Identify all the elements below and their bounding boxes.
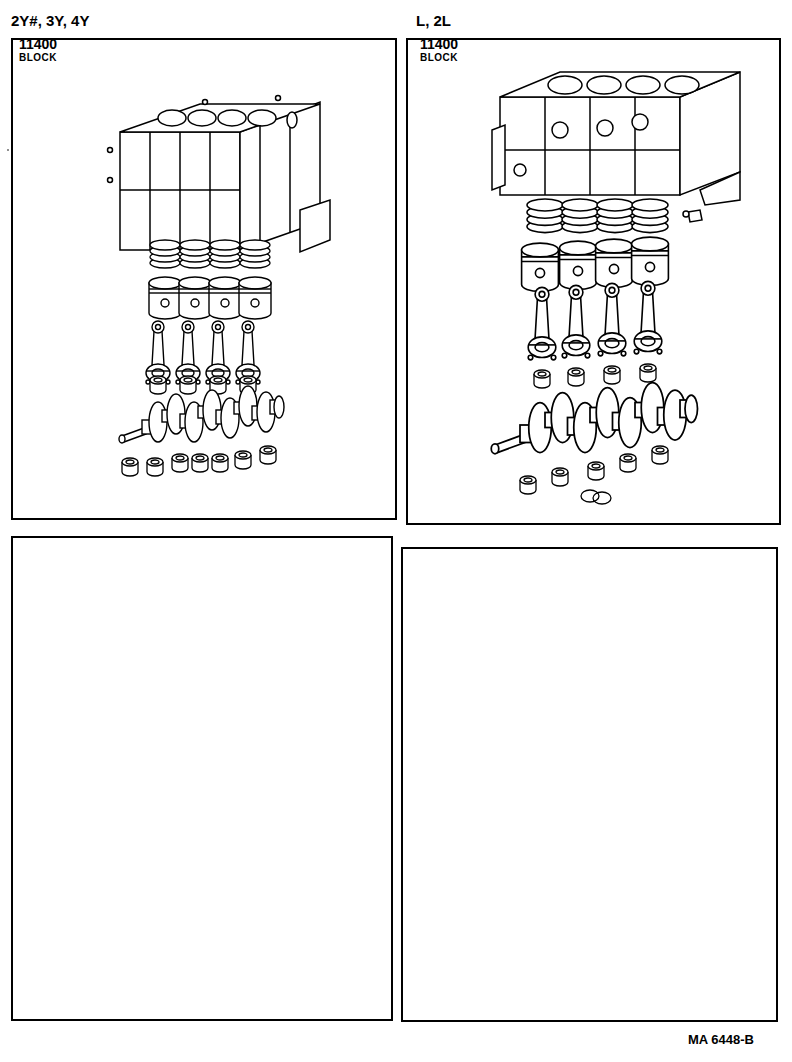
figure-code: MA 6448-B	[688, 1032, 754, 1047]
empty-panel	[402, 548, 777, 1021]
piston-assembly	[491, 199, 697, 504]
empty-panel	[12, 537, 392, 1020]
catalog-panel: 2Y#, 3Y, 4Y11400BLOCK	[11, 38, 397, 520]
piston-assembly	[119, 240, 284, 476]
part-name: BLOCK	[19, 52, 395, 63]
engine-code-heading: 2Y#, 3Y, 4Y	[11, 13, 395, 33]
part-name: BLOCK	[420, 52, 779, 63]
part-number: 11400	[19, 37, 395, 52]
engine-code-heading: L, 2L	[416, 13, 779, 33]
catalog-panel: L, 2L11400BLOCK	[406, 38, 781, 525]
cylinder-block	[108, 96, 331, 253]
part-number: 11400	[420, 37, 779, 52]
